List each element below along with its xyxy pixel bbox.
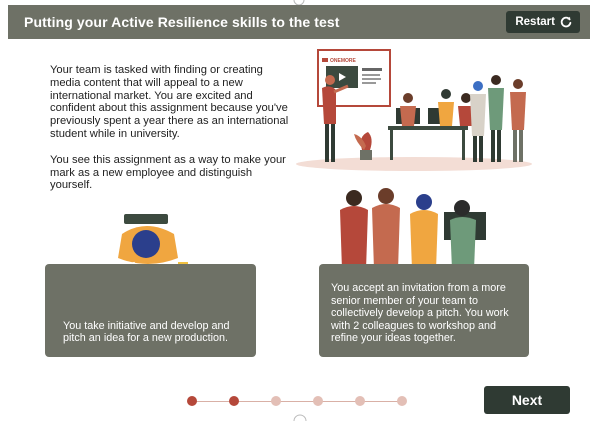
restart-label: Restart	[515, 16, 555, 28]
next-button[interactable]: Next	[484, 386, 570, 414]
progress-step-4[interactable]	[313, 396, 323, 406]
team-collaboration-illustration	[340, 188, 486, 270]
scenario-paragraph-2: You see this assignment as a way to make…	[50, 153, 286, 192]
restart-button[interactable]: Restart	[506, 11, 580, 33]
progress-step-2[interactable]	[229, 396, 239, 406]
slide-brand-text: ONEMORE	[330, 58, 357, 64]
bottom-notch-icon	[293, 414, 307, 421]
scenario-text: Your team is tasked with finding or crea…	[50, 64, 295, 205]
restart-icon	[560, 16, 572, 28]
progress-indicator	[185, 392, 410, 412]
option-card-solo[interactable]: You take initiative and develop and pitc…	[45, 264, 256, 357]
next-label: Next	[511, 392, 543, 408]
progress-step-5[interactable]	[355, 396, 365, 406]
team-meeting-illustration: ONEMORE	[296, 49, 532, 171]
page-title: Putting your Active Resilience skills to…	[24, 14, 340, 30]
header-bar: Putting your Active Resilience skills to…	[8, 5, 590, 39]
top-notch-icon	[293, 0, 305, 6]
progress-track	[191, 401, 404, 402]
progress-step-6[interactable]	[397, 396, 407, 406]
option-text: You take initiative and develop and pitc…	[63, 319, 230, 345]
scenario-paragraph-1: Your team is tasked with finding or crea…	[50, 64, 289, 140]
progress-step-1[interactable]	[187, 396, 197, 406]
option-card-collaborate[interactable]: You accept an invitation from a more sen…	[319, 264, 529, 357]
option-text: You accept an invitation from a more sen…	[331, 282, 509, 345]
progress-step-3[interactable]	[271, 396, 281, 406]
